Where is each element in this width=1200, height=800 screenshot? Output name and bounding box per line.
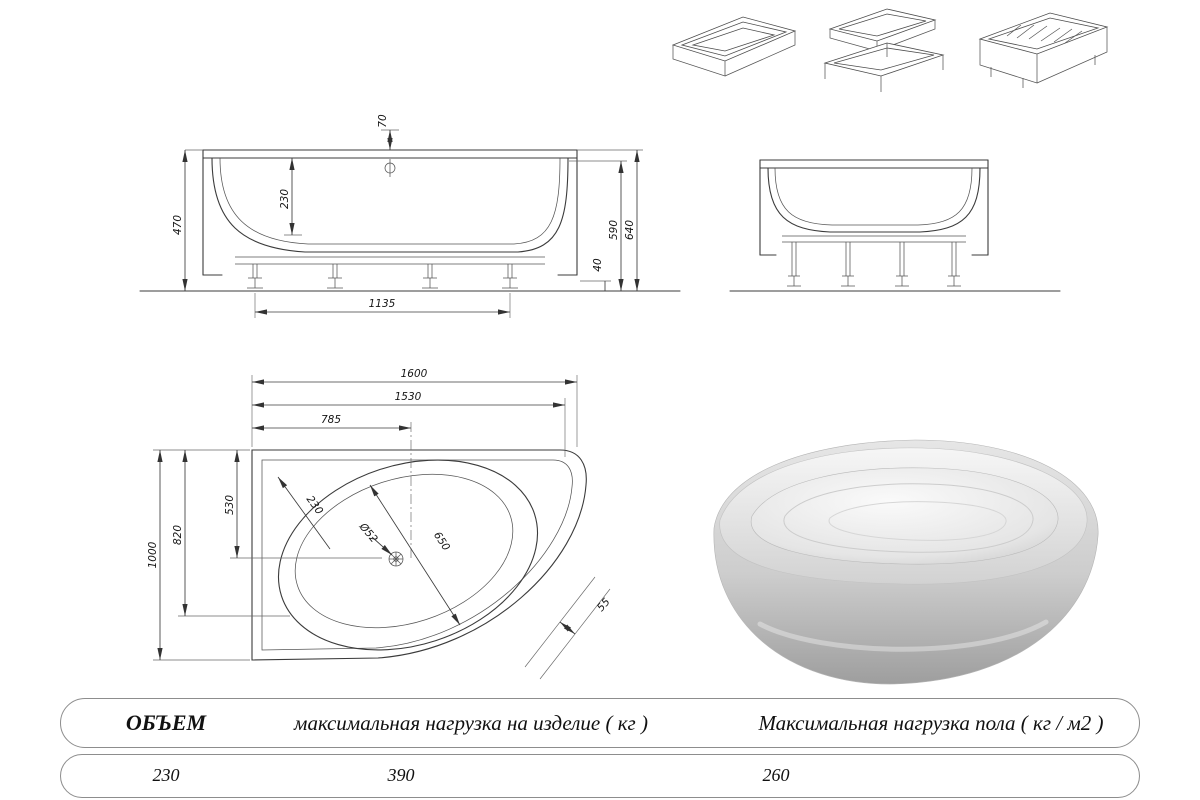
dim-label-530: 530: [224, 495, 236, 515]
basin-ellipses: [277, 459, 539, 651]
tub-section-outline: [759, 159, 989, 256]
spec-header-max-load-product: максимальная нагрузка на изделие ( кг ): [294, 711, 648, 735]
front-elevation-drawing: 470 230 70 40 590 640 1135: [139, 114, 681, 318]
dim-1135: 1135: [254, 293, 511, 318]
support-frame: [782, 235, 966, 287]
iso-view-assembled: [978, 12, 1109, 88]
support-frame: [235, 256, 545, 289]
dim-label-55: 55: [595, 596, 613, 614]
plan-view-drawing: 1600 1530 785 1000 820 530: [147, 368, 613, 680]
overflow-symbol: [384, 159, 396, 177]
dim-label-40: 40: [592, 258, 604, 272]
dim-label-785: 785: [321, 414, 341, 426]
body-highlight: [757, 619, 1049, 652]
dim-drain-diameter: Ø52: [356, 520, 393, 556]
dim-1000: 1000: [147, 449, 250, 661]
dim-230: 230: [279, 158, 302, 236]
dim-55: 55: [524, 576, 613, 680]
spec-value-max-load-product: 390: [387, 765, 415, 785]
dim-470: 470: [172, 149, 203, 291]
dim-70: 70: [377, 114, 399, 150]
frame-leg: [947, 242, 961, 287]
dim-label-dia52: Ø52: [356, 520, 380, 545]
dim-label-230: 230: [279, 189, 291, 209]
spec-header-max-load-floor: Максимальная нагрузка пола ( кг / м2 ): [758, 711, 1104, 735]
spec-header-volume: ОБЪЕМ: [125, 710, 207, 735]
basin-contour: [783, 483, 1034, 553]
dim-label-820: 820: [172, 525, 184, 545]
dim-820: 820: [172, 450, 290, 617]
frame-leg: [422, 264, 438, 289]
frame-leg: [247, 264, 263, 289]
dim-label-1600: 1600: [401, 368, 428, 380]
dim-label-70: 70: [377, 114, 389, 128]
dim-1600: 1600: [251, 368, 578, 447]
frame-leg: [787, 242, 801, 287]
bathtub-3d-render: [713, 439, 1099, 685]
iso-view-tub: [671, 16, 797, 77]
dim-label-640: 640: [624, 220, 636, 240]
tub-render: [713, 439, 1099, 685]
dim-1530: 1530: [252, 391, 566, 457]
isometric-assembly-views: [671, 8, 1109, 92]
frame-leg: [502, 264, 518, 289]
dim-530: 530: [224, 450, 382, 559]
dim-radius-230: 230: [277, 476, 331, 550]
spec-table-values-row: 230 390 260: [60, 754, 1140, 798]
right-dimensions: 40 590 640: [569, 149, 643, 291]
dim-label-470: 470: [172, 215, 184, 235]
dim-label-1135: 1135: [369, 298, 396, 310]
dim-label-650: 650: [431, 530, 452, 554]
dim-785: 785: [252, 414, 412, 558]
tub-section-outline: [202, 149, 578, 276]
frame-leg: [895, 242, 909, 287]
tub-opening: [750, 467, 1059, 565]
dim-650: 650: [369, 484, 461, 626]
tub-plan-outline: [251, 449, 587, 661]
spec-value-max-load-floor: 260: [762, 765, 790, 785]
basin-bottom: [828, 501, 1007, 541]
spec-table-header-row: ОБЪЕМ максимальная нагрузка на изделие (…: [60, 698, 1140, 748]
frame-leg: [327, 264, 343, 289]
side-elevation-drawing: [729, 159, 1061, 292]
dim-label-1530: 1530: [395, 391, 422, 403]
iso-view-tub-over-frame: [823, 8, 945, 92]
dim-label-1000: 1000: [147, 541, 159, 568]
frame-leg: [841, 242, 855, 287]
dim-label-590: 590: [608, 220, 620, 240]
spec-value-volume: 230: [152, 765, 180, 785]
